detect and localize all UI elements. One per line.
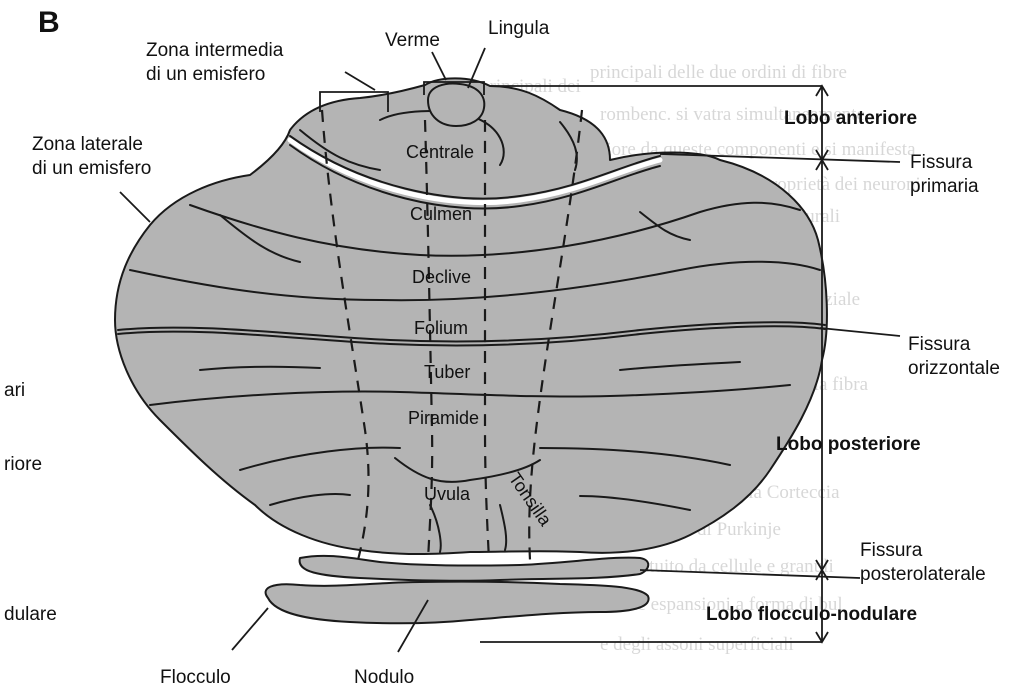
anterior-lobe-label: Lobo anteriore [784,108,917,129]
folium-label: Folium [414,318,468,338]
posterolateral-strip [300,556,649,581]
piramide-label: Piramide [408,408,479,428]
lateral-zone-label-line1: Zona laterale [32,134,143,155]
declive-label: Declive [412,267,471,287]
svg-text:principali delle due ordini di: principali delle due ordini di fibre [590,62,847,83]
panel-letter: B [38,6,60,39]
primary-fissure-label-line2: primaria [910,176,979,197]
posterolateral-fissure-label-line1: Fissura [860,540,923,561]
left-fragment-3: dulare [4,604,57,625]
left-fragment-1: ari [4,380,25,401]
posterolateral-fissure-label-line2: posterolaterale [860,564,986,585]
horizontal-fissure-label-line1: Fissura [908,334,971,355]
centrale-label: Centrale [406,142,474,162]
intermediate-zone-label-line1: Zona intermedia [146,40,284,61]
svg-text:e degli assoni superficiali: e degli assoni superficiali [600,634,794,655]
vermis-label: Verme [385,30,440,51]
uvula-label: Uvula [424,484,471,504]
flocculus-label: Flocculo [160,667,231,688]
primary-fissure-label-line1: Fissura [910,152,973,173]
left-fragment-2: riore [4,454,42,475]
horizontal-fissure-label-line2: orizzontale [908,358,1000,379]
flocculus-shape [266,582,649,624]
left-edge-fragments: ari riore dulare [4,380,57,625]
culmen-label: Culmen [410,204,472,224]
intermediate-zone-label-line2: di un emisfero [146,64,265,85]
lingula-label: Lingula [488,18,550,39]
flocculonodular-lobe-label: Lobo flocculo-nodulare [706,604,917,625]
nodulus-label: Nodulo [354,667,414,688]
lateral-zone-label-line2: di un emisfero [32,158,151,179]
tuber-label: Tuber [424,362,470,382]
lingula-shape [428,84,484,126]
posterior-lobe-label: Lobo posteriore [776,434,921,455]
